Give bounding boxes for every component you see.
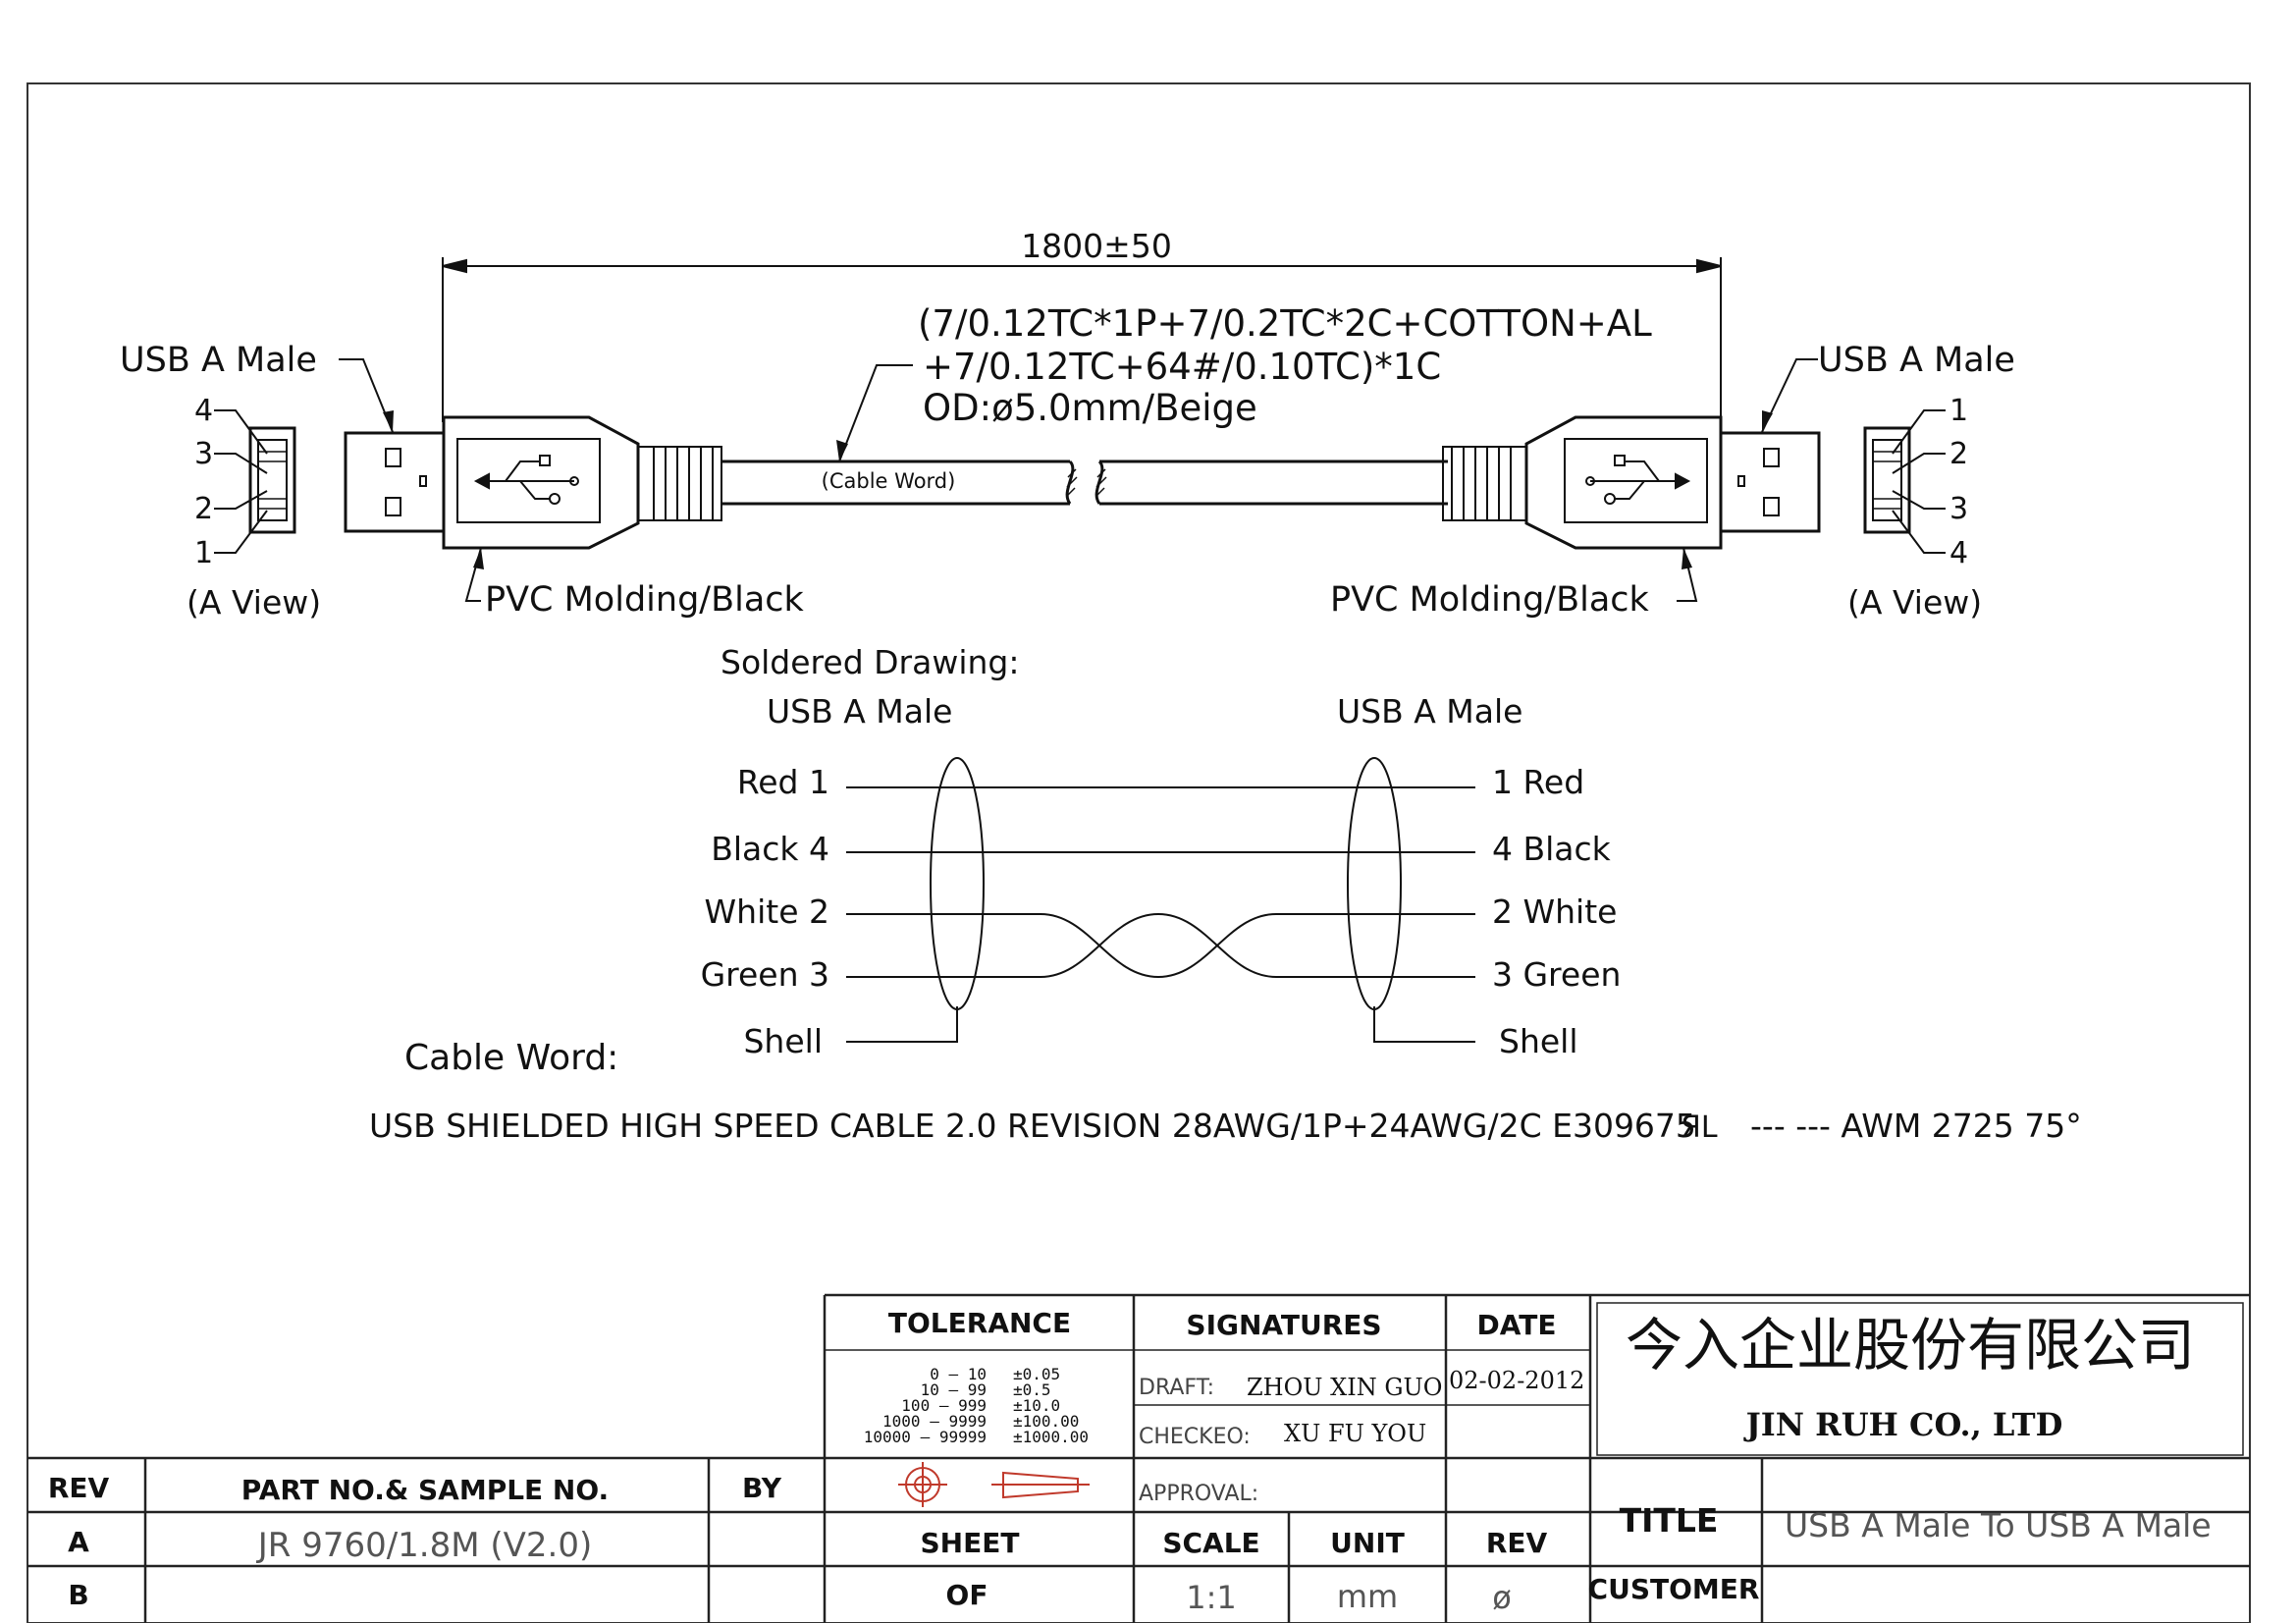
cable-spec-line1: (7/0.12TC*1P+7/0.2TC*2C+COTTON+AL bbox=[918, 302, 1652, 345]
tol-range-4: 1000 – 9999 bbox=[882, 1412, 987, 1431]
soldered-right-header: USB A Male bbox=[1337, 692, 1522, 730]
right-usb-connector bbox=[1442, 415, 1821, 550]
left-pin-leaders bbox=[214, 409, 268, 554]
company-name-cn: 今入企业股份有限公司 bbox=[1626, 1312, 2195, 1379]
part-number: JR 9760/1.8M (V2.0) bbox=[256, 1526, 593, 1565]
draft-label: DRAFT: bbox=[1139, 1376, 1214, 1400]
solder-left-red: Red 1 bbox=[737, 763, 829, 801]
rev-b: B bbox=[68, 1579, 88, 1611]
right-view-label: (A View) bbox=[1847, 583, 1982, 622]
cable-word-text-end: --- --- AWM 2725 75° bbox=[1750, 1107, 2082, 1145]
left-a-view bbox=[248, 426, 296, 534]
left-pin-2: 2 bbox=[194, 492, 213, 526]
solder-right-red: 1 Red bbox=[1492, 763, 1584, 801]
wiring-lines bbox=[846, 757, 1475, 1043]
cable-spec-line3: OD:ø5.0mm/Beige bbox=[923, 387, 1257, 429]
rev-header: REV bbox=[48, 1472, 110, 1504]
rev-value: ø bbox=[1492, 1579, 1512, 1616]
cable-spec-line2: +7/0.12TC+64#/0.10TC)*1C bbox=[923, 346, 1441, 388]
cable-word-mark: (Cable Word) bbox=[822, 469, 956, 493]
tol-value-5: ±1000.00 bbox=[1013, 1428, 1089, 1446]
right-pin-1: 1 bbox=[1949, 394, 1968, 428]
of-label: OF bbox=[946, 1579, 988, 1611]
right-connector-label: USB A Male bbox=[1818, 341, 2015, 380]
dimension-label: 1800±50 bbox=[1021, 227, 1172, 265]
left-pin-4: 4 bbox=[194, 394, 213, 428]
title-label: TITLE bbox=[1620, 1501, 1719, 1540]
soldered-title: Soldered Drawing: bbox=[721, 643, 1019, 681]
right-pin-2: 2 bbox=[1949, 437, 1968, 471]
tolerance-table: 0 – 10 ±0.05 10 – 99 ±0.5 100 – 999 ±10.… bbox=[864, 1365, 1089, 1446]
usb-trident-icon bbox=[473, 455, 574, 505]
unit-value: mm bbox=[1337, 1578, 1398, 1615]
cable-word-label: Cable Word: bbox=[404, 1038, 618, 1078]
right-pin-3: 3 bbox=[1949, 492, 1968, 526]
right-connector-leader bbox=[1761, 358, 1818, 433]
left-molding-label: PVC Molding/Black bbox=[485, 580, 805, 620]
cable-break-hatch bbox=[1066, 468, 1107, 497]
cable-body bbox=[721, 460, 1448, 506]
solder-left-black: Black 4 bbox=[711, 830, 829, 868]
tol-range-5: 10000 – 99999 bbox=[864, 1428, 987, 1446]
cable-spec-leader bbox=[838, 364, 913, 462]
unit-label: UNIT bbox=[1330, 1527, 1405, 1559]
title-value: USB A Male To USB A Male bbox=[1785, 1506, 2212, 1544]
tol-range-3: 100 – 999 bbox=[901, 1396, 987, 1415]
checked-label: CHECKEO: bbox=[1139, 1425, 1251, 1449]
usb-trident-icon bbox=[1590, 455, 1691, 505]
tol-range-2: 10 – 99 bbox=[921, 1380, 987, 1399]
title-block-grid bbox=[27, 1293, 2250, 1623]
solder-right-black: 4 Black bbox=[1492, 830, 1612, 868]
solder-left-shell: Shell bbox=[743, 1022, 823, 1060]
tolerance-header: TOLERANCE bbox=[888, 1307, 1071, 1339]
left-pin-3: 3 bbox=[194, 437, 213, 471]
signatures-header: SIGNATURES bbox=[1186, 1309, 1381, 1341]
part-header: PART NO.& SAMPLE NO. bbox=[241, 1474, 609, 1506]
ul-mark: ЯL bbox=[1681, 1110, 1718, 1145]
left-connector-label: USB A Male bbox=[120, 341, 317, 380]
checked-name: XU FU YOU bbox=[1284, 1420, 1426, 1447]
right-a-view bbox=[1863, 426, 1911, 534]
by-header: BY bbox=[742, 1472, 782, 1504]
rev-label: REV bbox=[1486, 1527, 1548, 1559]
tol-range-1: 0 – 10 bbox=[930, 1365, 987, 1383]
sheet-label: SHEET bbox=[921, 1527, 1020, 1559]
rev-a: A bbox=[68, 1526, 89, 1558]
tol-value-4: ±100.00 bbox=[1013, 1412, 1079, 1431]
solder-left-green: Green 3 bbox=[701, 955, 829, 994]
tol-value-1: ±0.05 bbox=[1013, 1365, 1060, 1383]
sheet-border bbox=[27, 82, 2251, 1623]
solder-right-white: 2 White bbox=[1492, 893, 1617, 931]
left-connector-leader bbox=[339, 358, 394, 433]
tol-value-2: ±0.5 bbox=[1013, 1380, 1051, 1399]
solder-right-green: 3 Green bbox=[1492, 955, 1621, 994]
right-pin-leaders bbox=[1892, 409, 1946, 554]
left-usb-connector bbox=[344, 415, 722, 550]
projection-symbol-icon bbox=[898, 1462, 1090, 1507]
right-molding-label: PVC Molding/Black bbox=[1330, 580, 1650, 620]
tol-value-3: ±10.0 bbox=[1013, 1396, 1060, 1415]
company-name-en: JIN RUH CO., LTD bbox=[1743, 1406, 2063, 1443]
solder-right-shell: Shell bbox=[1499, 1022, 1578, 1060]
soldered-left-header: USB A Male bbox=[767, 692, 952, 730]
scale-value: 1:1 bbox=[1186, 1579, 1237, 1616]
left-view-label: (A View) bbox=[187, 583, 321, 622]
left-pin-1: 1 bbox=[194, 536, 213, 570]
customer-label: CUSTOMER bbox=[1588, 1573, 1760, 1605]
right-pin-4: 4 bbox=[1949, 536, 1968, 570]
draft-date: 02-02-2012 bbox=[1449, 1367, 1584, 1394]
cable-word-text: USB SHIELDED HIGH SPEED CABLE 2.0 REVISI… bbox=[369, 1107, 1696, 1145]
date-header: DATE bbox=[1477, 1309, 1557, 1341]
draft-name: ZHOU XIN GUO bbox=[1247, 1374, 1442, 1401]
scale-label: SCALE bbox=[1162, 1527, 1259, 1559]
solder-left-white: White 2 bbox=[705, 893, 829, 931]
approval-label: APPROVAL: bbox=[1139, 1482, 1258, 1506]
dimension-line bbox=[442, 257, 1722, 422]
